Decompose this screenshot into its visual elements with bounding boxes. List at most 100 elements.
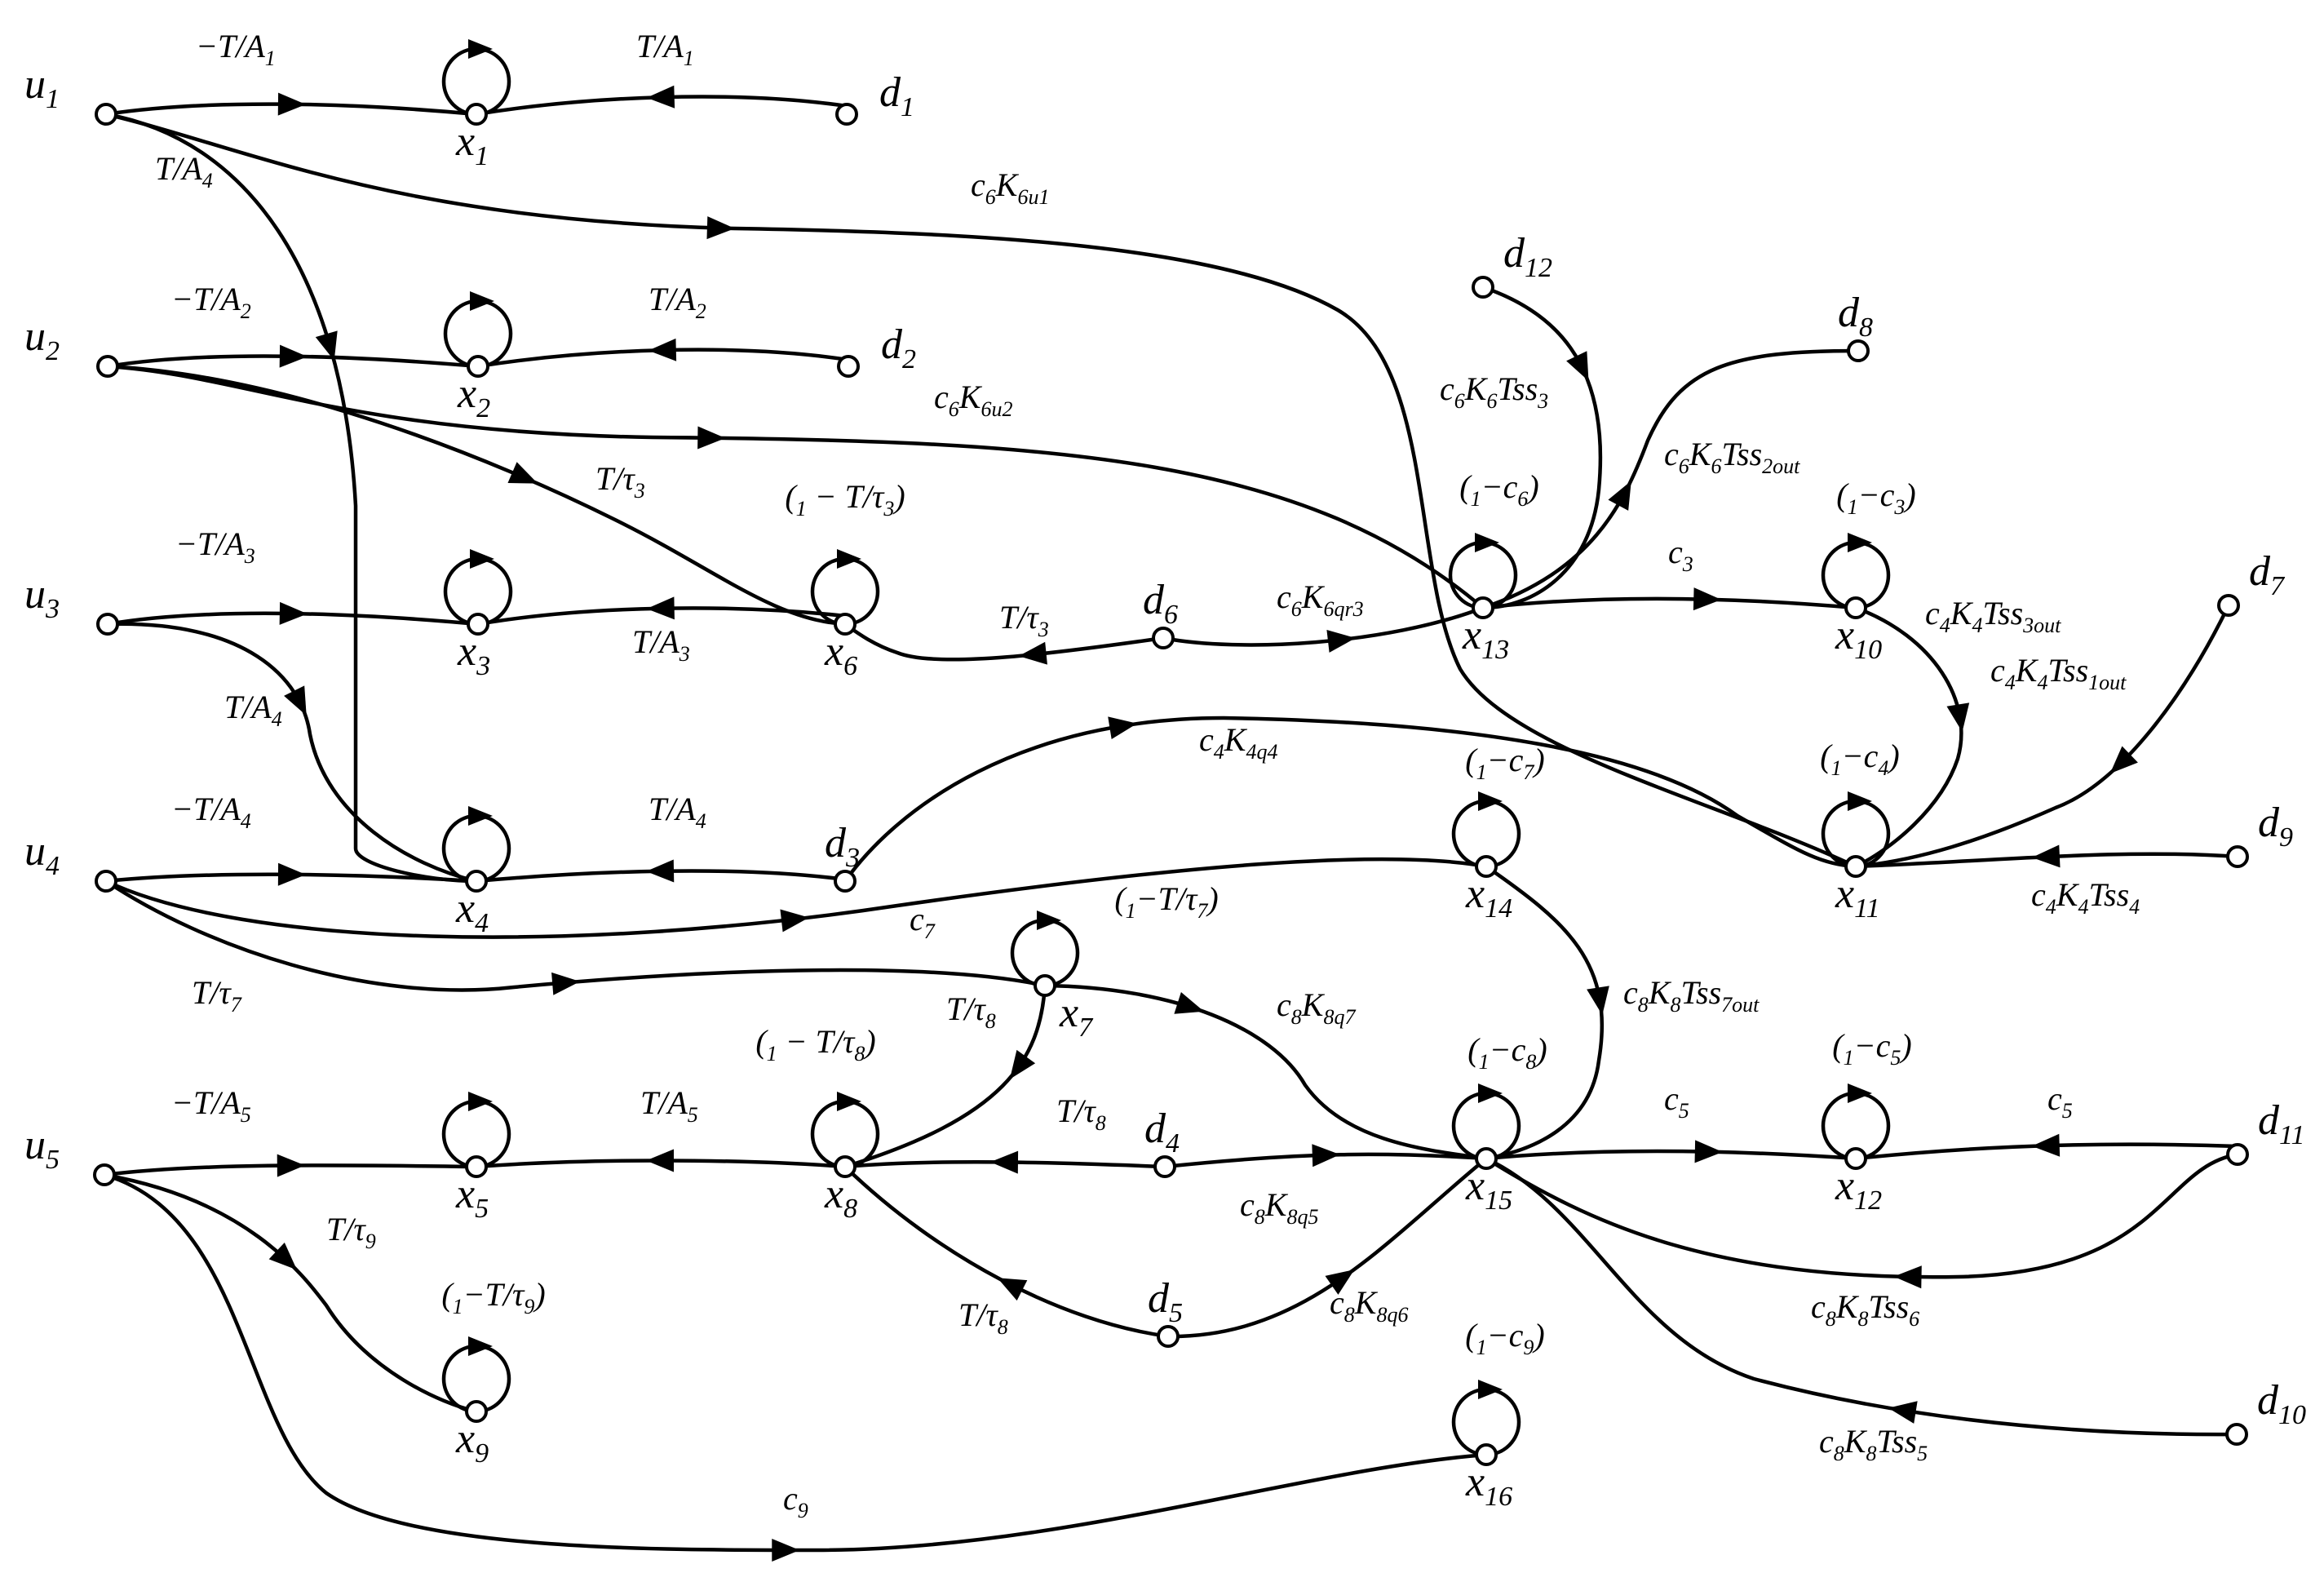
edge-arrow-u2-x2: [279, 344, 308, 368]
edge-label-x6-x3: T/A3: [632, 623, 690, 666]
edge-x13-x10: [1482, 596, 1857, 610]
edge-d6-x6: [843, 623, 1164, 662]
edge-label-x15-x12: c5: [1664, 1080, 1689, 1123]
edge-arrow-d6-x6: [1018, 641, 1047, 665]
node-x12: [1844, 1147, 1867, 1170]
edge-label-d4-x8: T/τ8: [1056, 1092, 1106, 1135]
self-loop-label-x14: (1−c7): [1465, 742, 1544, 784]
edge-label-d11-x12: c5: [2047, 1080, 2073, 1123]
self-loop-arrow-x9: [468, 1336, 493, 1356]
edge-u2-x2: [107, 354, 479, 369]
edge-x7-x8: [844, 985, 1047, 1169]
edge-arrow-u5-x16: [772, 1538, 800, 1562]
edge-arrow-d1-x1: [646, 85, 675, 109]
edge-d3-x11: [843, 716, 1857, 883]
self-loop-label-x7: (1−T/τ7): [1114, 880, 1218, 923]
node-u3: [96, 613, 119, 636]
node-d6: [1152, 627, 1175, 649]
edge-label-u1-x11: c6K6u1: [971, 166, 1049, 209]
node-label-d9: d9: [2258, 800, 2293, 853]
edge-arrow-u1-x1: [277, 92, 306, 116]
node-label-d6: d6: [1143, 577, 1178, 630]
node-label-d3: d3: [825, 820, 860, 873]
node-x13: [1472, 596, 1494, 619]
edge-u4-x7: [104, 880, 1046, 992]
node-d9: [2226, 845, 2249, 868]
node-d4: [1153, 1155, 1176, 1178]
edge-label-u5-x16: c9: [783, 1480, 808, 1522]
edge-u4-x14: [105, 857, 1487, 939]
edge-d5-x8: [843, 1165, 1169, 1339]
edge-label-d4-x15: c8K8q5: [1240, 1186, 1318, 1229]
node-label-d2: d2: [881, 321, 916, 374]
edge-arrow-u5-x9: [268, 1242, 297, 1270]
edge-arrow-d3-x4: [646, 859, 675, 883]
edge-arrow-x13-x10: [1693, 587, 1722, 611]
edge-label-d1-x1: T/A1: [636, 28, 694, 70]
edge-label-u4-x14: c7: [910, 901, 936, 943]
node-label-x9: x9: [455, 1416, 489, 1469]
edge-x7-x15: [1044, 983, 1487, 1161]
self-loops-layer: [441, 39, 1891, 1457]
edge-label-d9-x11: c4K4Tss4: [2031, 876, 2140, 919]
self-loop-label-x10: (1−c3): [1836, 476, 1915, 519]
self-loop-arrow-x5: [468, 1092, 493, 1111]
node-label-d1: d1: [879, 69, 914, 122]
node-label-d8: d8: [1838, 290, 1873, 343]
self-loop-label-x11: (1−c4): [1820, 738, 1899, 780]
node-x10: [1844, 596, 1867, 619]
edge-arrow-x10-x11: [1946, 702, 1970, 733]
edge-x10-x11: [1855, 605, 1963, 869]
edge-arrow-d12-x13: [1566, 351, 1589, 381]
self-loop-label-x9: (1−T/τ9): [441, 1276, 545, 1318]
edge-arrow-x7-x15: [1174, 992, 1205, 1014]
edge-arrow-u1-x4: [315, 330, 338, 361]
edge-label-x8-x5: T/A5: [640, 1084, 698, 1127]
edge-arrow-x15-x12: [1694, 1140, 1723, 1163]
node-x15: [1475, 1147, 1498, 1170]
edge-d4-x15: [1164, 1152, 1487, 1169]
self-loop-arrow-x11: [1848, 791, 1872, 811]
node-d12: [1472, 276, 1494, 299]
edge-d7-x11: [1855, 605, 2231, 869]
node-label-u2: u2: [24, 313, 60, 366]
edge-label-u2-x2: −T/A2: [171, 281, 251, 323]
self-loop-arrow-x7: [1037, 911, 1061, 930]
node-d3: [834, 870, 857, 893]
node-label-x3: x3: [457, 628, 490, 681]
edge-arrow-x8-x5: [646, 1149, 675, 1172]
node-label-x14: x14: [1465, 871, 1512, 924]
edge-arrow-d6-x13: [1326, 630, 1356, 653]
node-x9: [465, 1400, 488, 1423]
edge-arrow-u5-x5: [277, 1154, 305, 1177]
self-loop-arrow-x10: [1848, 533, 1872, 552]
edge-label-d6-x13: c6K6qr3: [1277, 578, 1364, 621]
edge-d6-x13: [1162, 605, 1484, 647]
self-loop-arrow-x13: [1475, 533, 1499, 552]
node-label-x8: x8: [824, 1171, 857, 1224]
edge-label-u1-x4: T/A4: [155, 150, 213, 193]
node-label-x16: x16: [1465, 1459, 1512, 1512]
edge-u4-x4: [105, 872, 477, 884]
edge-label-d6-x6: T/τ3: [999, 599, 1049, 641]
edge-label-d11-x15: c8K8Tss6: [1811, 1288, 1919, 1331]
edge-label-d5-x8: T/τ8: [958, 1296, 1008, 1339]
node-d8: [1847, 339, 1870, 362]
node-u2: [96, 355, 119, 378]
node-label-x6: x6: [824, 628, 857, 681]
edge-arrow-u1-x11: [706, 216, 735, 240]
node-x16: [1475, 1443, 1498, 1466]
edge-label-u2-x13: c6K6u2: [934, 379, 1012, 421]
edge-d11-x15: [1485, 1152, 2238, 1279]
edge-label-u3-x4: T/A4: [224, 689, 282, 731]
node-label-x12: x12: [1835, 1163, 1882, 1216]
self-loop-arrow-x14: [1478, 791, 1503, 811]
node-x5: [465, 1155, 488, 1178]
node-d7: [2217, 594, 2240, 617]
node-u4: [95, 870, 117, 893]
node-label-x2: x2: [457, 370, 490, 423]
self-loop-label-x16: (1−c9): [1465, 1317, 1544, 1359]
node-label-d12: d12: [1503, 230, 1552, 283]
